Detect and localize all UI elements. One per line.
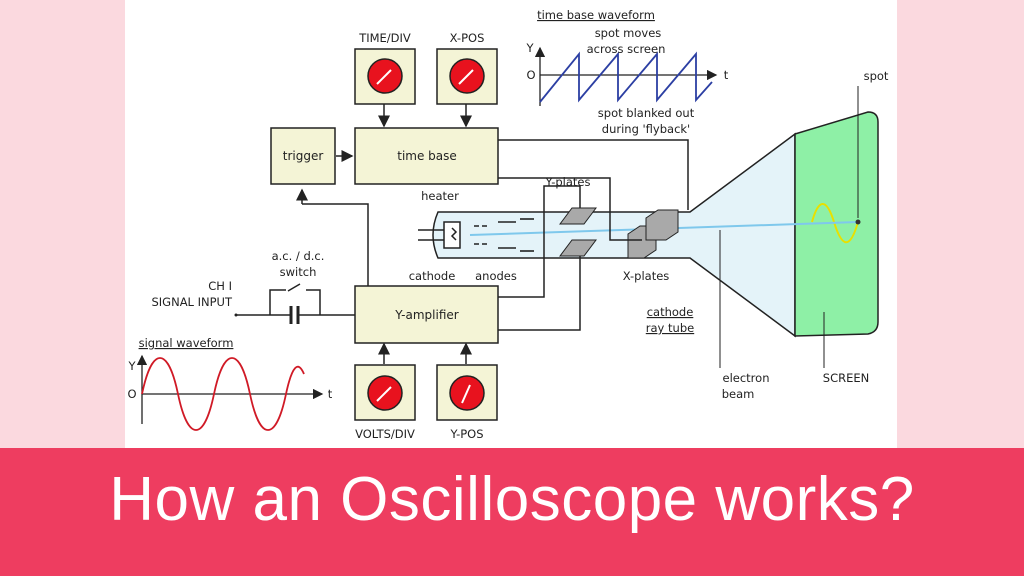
time-base-x-axis: t (724, 68, 729, 82)
crt-label-1: cathode (647, 305, 694, 319)
time-base-box (354, 127, 499, 185)
crt-screen (794, 111, 879, 337)
knob-volts-div (354, 364, 416, 421)
title-banner (0, 448, 1024, 576)
switch-label-1: a.c. / d.c. (272, 249, 325, 263)
y-plates-label: Y-plates (545, 175, 591, 189)
knob-y-pos (436, 364, 498, 421)
time-base-note-bottom-2: during 'flyback' (602, 122, 690, 136)
electron-label-1: electron (723, 371, 770, 385)
knob-x-pos (436, 48, 498, 105)
trigger-label: trigger (283, 149, 324, 163)
oscilloscope-diagram: trigger time base Y-amplifier TIME/DIV X… (127, 8, 889, 441)
time-base-note-bottom-1: spot blanked out (598, 106, 695, 120)
wire-arrows (296, 104, 472, 364)
signal-origin: O (127, 387, 136, 401)
trigger-box (270, 127, 336, 185)
switch-label-2: switch (280, 265, 317, 279)
x-plates (627, 209, 679, 259)
input-label-1: CH I (208, 279, 232, 293)
time-div-label: TIME/DIV (358, 31, 411, 45)
y-amplifier-box (354, 285, 499, 344)
volts-div-label: VOLTS/DIV (355, 427, 415, 441)
signal-graph (136, 354, 324, 431)
input-label-2: SIGNAL INPUT (151, 295, 232, 309)
signal-sine-wave (141, 357, 305, 431)
screen-label: SCREEN (823, 371, 869, 385)
knob-time-div (354, 48, 416, 105)
heater-cathode (418, 221, 461, 249)
spot-label: spot (864, 69, 889, 83)
sawtooth-wave (539, 51, 713, 103)
cathode-label: cathode (409, 269, 456, 283)
anodes (474, 218, 534, 252)
crt-label-2: ray tube (646, 321, 694, 335)
signal-y-axis: Y (127, 359, 136, 373)
time-base-y-axis: Y (525, 41, 534, 55)
time-base-note-top-2: across screen (587, 42, 666, 56)
slide-title: How an Oscilloscope works? (109, 465, 915, 534)
time-base-graph (534, 46, 718, 106)
y-amplifier-label: Y-amplifier (394, 308, 459, 322)
time-base-label: time base (397, 149, 457, 163)
electron-label-2: beam (722, 387, 755, 401)
signal-waveform-title: signal waveform (139, 336, 234, 350)
x-pos-label: X-POS (450, 31, 485, 45)
wiring (236, 139, 689, 331)
time-base-waveform-title: time base waveform (537, 8, 655, 22)
heater-label: heater (421, 189, 459, 203)
y-plates (559, 207, 597, 257)
input-terminal (234, 313, 238, 317)
signal-x-axis: t (328, 387, 333, 401)
capacitor (289, 306, 300, 324)
x-plates-label: X-plates (623, 269, 670, 283)
time-base-origin: O (526, 68, 535, 82)
spot-dot (855, 219, 861, 225)
anodes-label: anodes (475, 269, 517, 283)
y-pos-label: Y-POS (449, 427, 483, 441)
time-base-note-top-1: spot moves (595, 26, 662, 40)
